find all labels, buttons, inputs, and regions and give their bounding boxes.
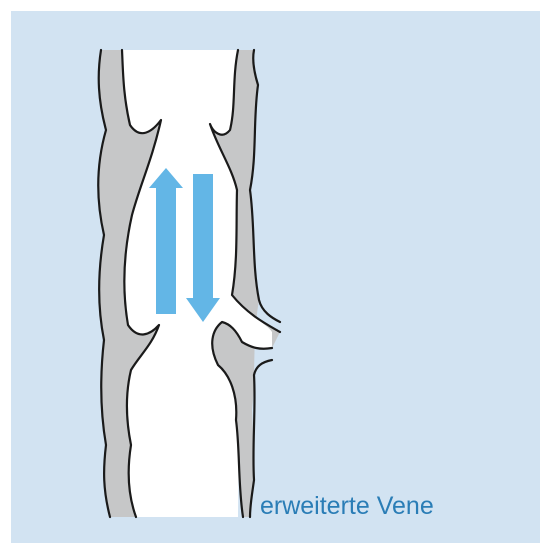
diagram-caption: erweiterte Vene	[260, 491, 434, 521]
